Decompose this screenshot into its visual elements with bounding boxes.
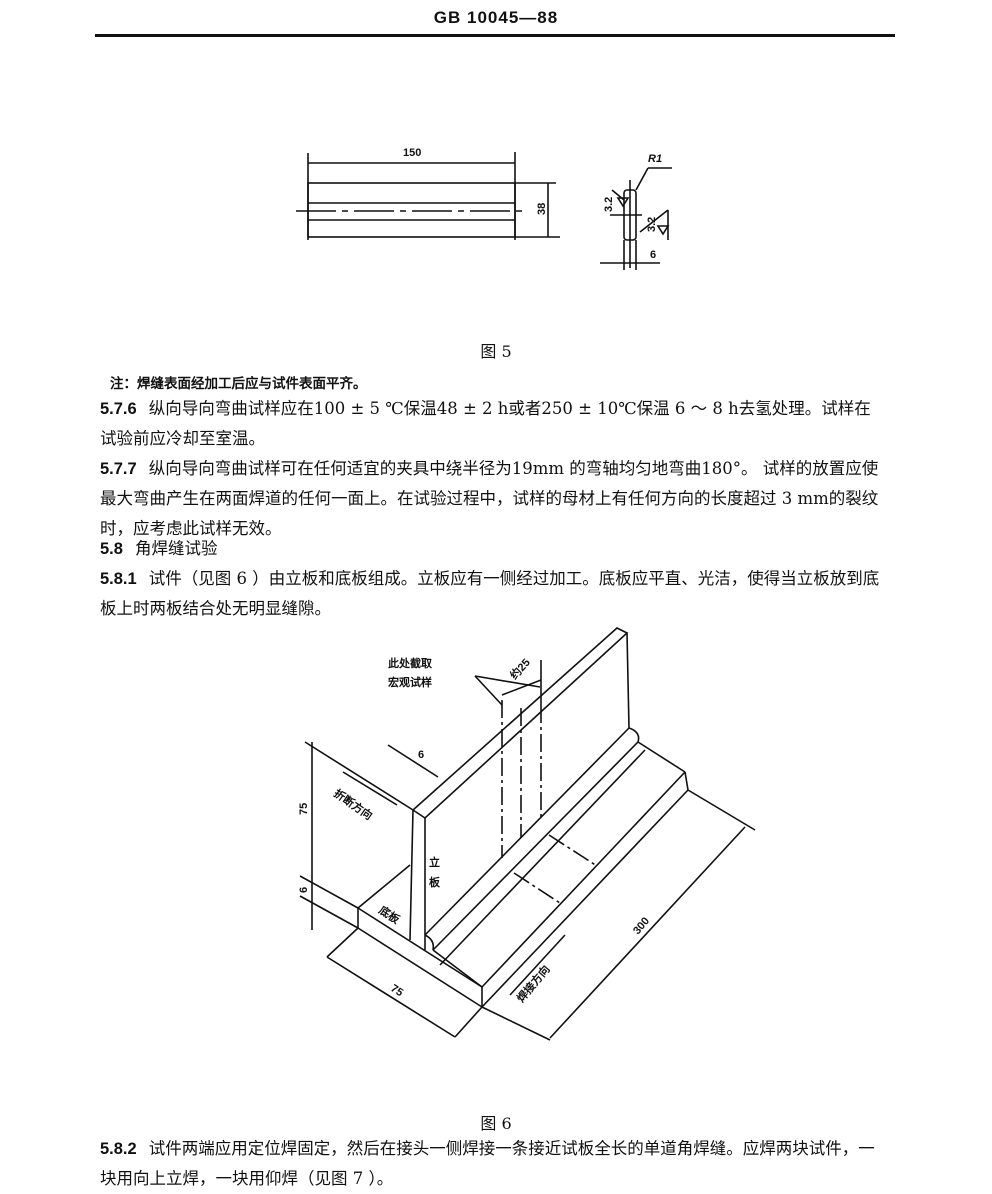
dim-3-2-b: 3.2: [646, 217, 658, 232]
dim-height-75: 75: [298, 803, 310, 815]
figure-5-note: 注：焊缝表面经加工后应与试件表面平齐。: [110, 376, 367, 392]
dim-base-6: 6: [298, 887, 310, 893]
figure-6-caption: 图 6: [480, 1114, 512, 1133]
base-label: 底板: [376, 903, 403, 927]
dim-length-300: 300: [631, 915, 652, 937]
upright-label-1: 立: [429, 855, 440, 869]
clause-number: 5.8.2: [100, 1140, 137, 1158]
section-5-8-heading: 5.8 角焊缝试验: [100, 534, 880, 564]
dim-6: 6: [650, 249, 656, 261]
clause-number: 5.7.7: [100, 460, 137, 478]
macro-label-2: 宏观试样: [388, 675, 432, 689]
clause-text: 纵向导向弯曲试样应在100 ± 5 ℃保温48 ± 2 h或者250 ± 10℃…: [100, 399, 871, 448]
figure-5-caption: 图 5: [480, 342, 512, 361]
clause-text: 试件（见图 6 ）由立板和底板组成。立板应有一侧经过加工。底板应平直、光洁，使得…: [100, 569, 880, 618]
dim-150: 150: [403, 147, 421, 159]
clause-number: 5.8.1: [100, 570, 137, 588]
break-direction-label: 折断方向: [331, 786, 375, 823]
clause-text: 角焊缝试验: [134, 539, 218, 558]
radius-label: R1: [648, 153, 662, 165]
standard-number-header: GB 10045—88: [433, 8, 559, 27]
dim-about-25: 约25: [507, 655, 533, 682]
clause-number: 5.8: [100, 540, 123, 558]
clause-text: 纵向导向弯曲试样可在任何适宜的夹具中绕半径为19mm 的弯轴均匀地弯曲180°。…: [100, 459, 879, 538]
dim-3-2-a: 3.2: [603, 197, 615, 212]
clause-text: 试件两端应用定位焊固定，然后在接头一侧焊接一条接近试板全长的单道角焊缝。应焊两块…: [100, 1139, 875, 1188]
dim-38: 38: [536, 203, 548, 215]
dim-base-75: 75: [388, 982, 405, 999]
header-rule: [95, 34, 895, 37]
clause-number: 5.7.6: [100, 400, 137, 418]
upright-label-2: 板: [429, 875, 441, 889]
macro-label-1: 此处截取: [388, 656, 432, 670]
dim-upright-6: 6: [418, 749, 424, 761]
